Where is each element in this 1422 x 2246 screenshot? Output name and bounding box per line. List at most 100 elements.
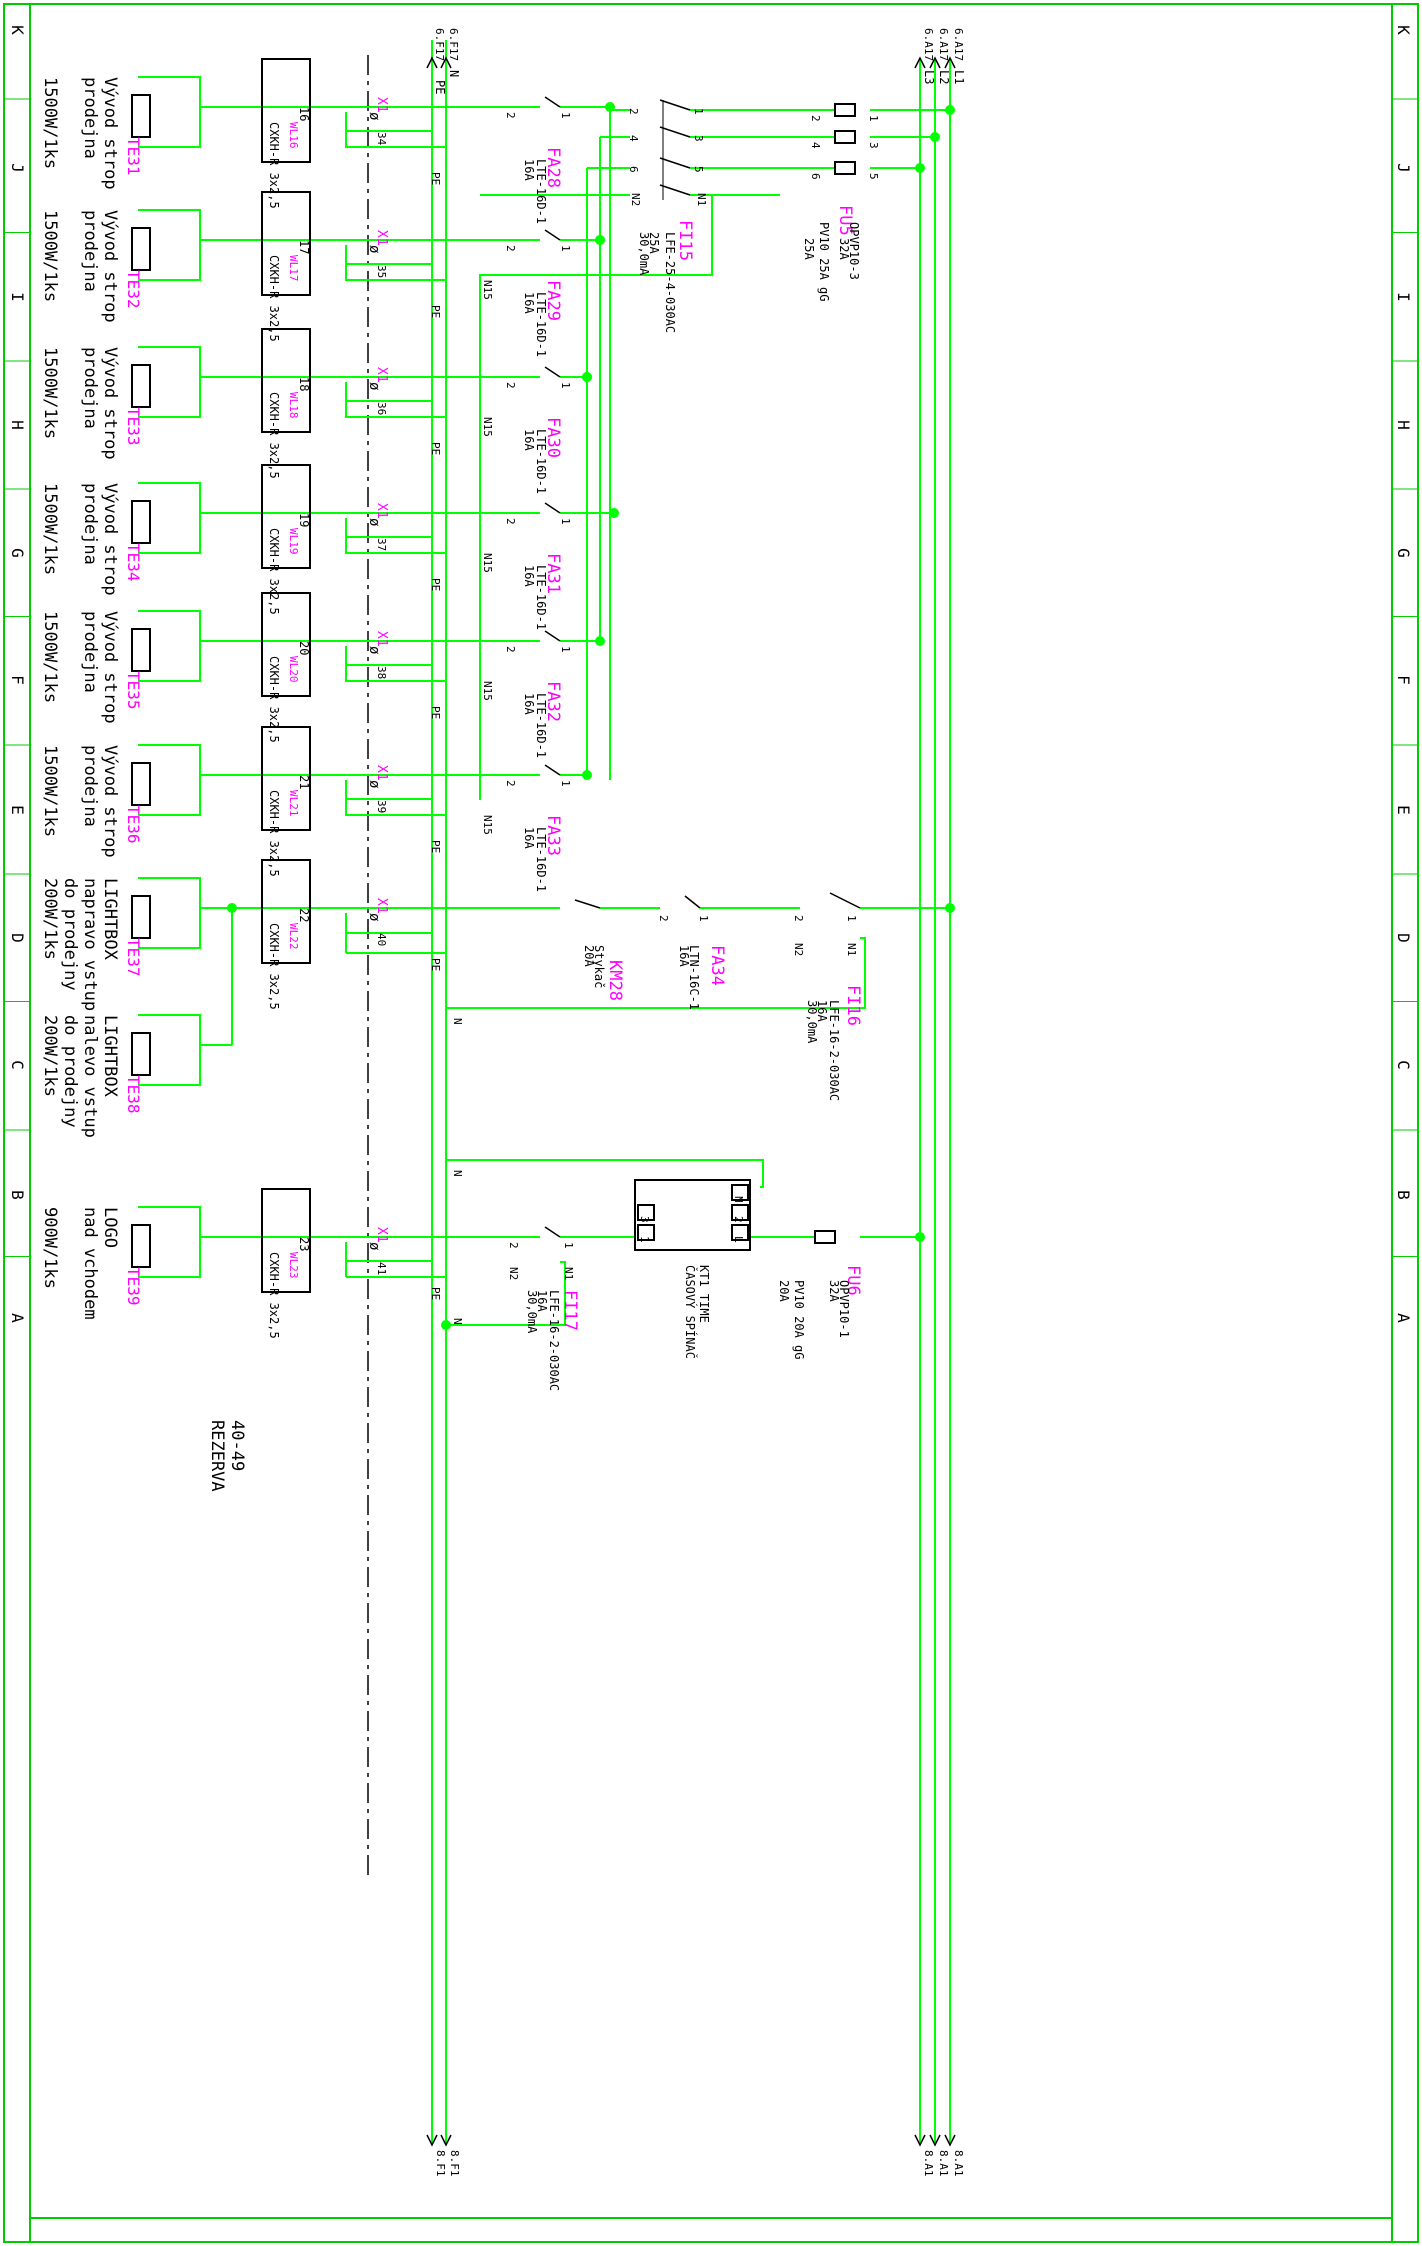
cable-number: 22 [297,908,311,922]
terminal-number: 34 [375,132,388,146]
cable-box [261,1188,311,1293]
breaker-rating: 16A [522,565,536,587]
km28-designation: KM28 [605,960,625,1001]
bus-label-L3: L3 [922,70,936,84]
consumer-designation: TE38 [124,1075,143,1114]
breaker-type: LTE-16D-1 [534,159,548,224]
consumer-wire [138,1237,201,1278]
bus-arrow-top [914,56,926,69]
consumer-desc: prodejna [80,77,100,159]
column-letter-top: C [1394,1060,1413,1070]
column-letter-top: J [1394,163,1413,173]
cable-number: 21 [297,775,311,789]
terminal-symbol: ø [366,1242,382,1251]
term: 5 [692,166,705,173]
breaker-contact [544,96,561,108]
n-label: N [451,1170,464,1177]
drawing-frame [3,3,1419,2243]
cable-designation: WL16 [287,122,300,149]
bus-ref-bottom: 8.F1 [448,2150,461,2177]
consumer-desc: do prodejny [60,1015,80,1128]
column-letter-top: G [1394,548,1413,558]
fu6-type: OPVP10-1 [837,1280,851,1338]
cable-type: CXKH-R 3x2,5 [267,255,281,342]
fu5-fuse-rating: 25A [802,238,816,260]
bus-arrow-top [929,56,941,69]
cable-designation: WL23 [287,1252,300,1279]
terminal-number: 35 [375,265,388,278]
breaker-type: LTE-16D-1 [534,429,548,494]
cable-designation: WL18 [287,392,300,419]
consumer-wire [138,1044,232,1086]
rcd-contact [659,157,691,169]
breaker-rating: 16A [522,429,536,451]
n15-label: N15 [481,280,494,300]
fuse-body [814,1230,836,1244]
fi15-type: LFE-25-4-030AC [663,232,677,333]
circuit-pe [345,518,432,538]
fi17-sensitivity: 30,0mA [525,1290,539,1334]
timer-terminal [637,1204,655,1221]
column-letter-bottom: H [8,420,27,430]
terminal-symbol: ø [366,913,382,922]
consumer-wire [138,240,201,281]
breaker-type: LTE-16D-1 [534,827,548,892]
term: 3 [692,135,705,142]
terminal-symbol: ø [366,112,382,121]
consumer-wire [138,1206,201,1237]
bus-ref-L2: 6.A17 [937,28,950,61]
terminal-number: 37 [375,538,388,551]
consumer-desc: napravo vstup [80,878,100,1011]
cable-type: CXKH-R 3x2,5 [267,528,281,615]
reserve-label: REZERVA [207,1420,227,1492]
consumer-box [131,364,151,408]
consumer-box [131,762,151,806]
pe-label: PE [429,706,442,719]
consumer-power: 1500W/1ks [40,483,60,575]
circuit-pe [345,382,432,402]
fu6-rating: 32A [827,1280,841,1302]
km28-contact [574,899,601,909]
column-letter-top: K [1394,25,1413,35]
bus-label-PE: PE [433,80,447,94]
cable-box [261,191,311,296]
column-letter-top: A [1394,1313,1413,1323]
term: 4 [809,142,822,149]
fi15-sensitivity: 30,0mA [637,232,651,276]
timer-terminal [731,1204,749,1221]
cable-type: CXKH-R 3x2,5 [267,790,281,877]
pe-label: PE [429,958,442,971]
cable-type: CXKH-R 3x2,5 [267,1252,281,1339]
n15-label: N15 [481,815,494,835]
fuse-body [834,103,856,117]
fi16-rating: 16A [815,1000,829,1022]
fa34-type: LTN-16C-1 [687,945,701,1010]
n15-label: N15 [481,681,494,701]
consumer-designation: TE37 [124,938,143,977]
cable-type: CXKH-R 3x2,5 [267,656,281,743]
consumer-desc: prodejna [80,611,100,693]
junction-dot [609,508,619,518]
junction-dot [915,1232,925,1242]
consumer-designation: TE39 [124,1267,143,1306]
term: 1 [697,915,710,922]
bus-label-L2: L2 [937,70,951,84]
breaker-designation: FA28 [543,147,563,188]
terminal-number: 36 [375,402,388,415]
consumer-designation: TE34 [124,543,143,582]
consumer-wire [138,513,201,554]
column-letter-bottom: J [8,163,27,173]
fu5-type: OPVP10-3 [847,222,861,280]
breaker-contact [544,502,561,514]
terminal-number: 39 [375,800,388,813]
cable-type: CXKH-R 3x2,5 [267,392,281,479]
bus-ref-bottom: 8.F1 [434,2150,447,2177]
column-letter-top: F [1394,675,1413,685]
term: 2 [504,518,517,525]
pe-label: PE [429,578,442,591]
consumer-desc: do prodejny [60,878,80,991]
fi16-type: LFE-16-2-030AC [827,1000,841,1101]
fi17-designation: FI17 [560,1290,580,1331]
breaker-rating: 16A [522,159,536,181]
